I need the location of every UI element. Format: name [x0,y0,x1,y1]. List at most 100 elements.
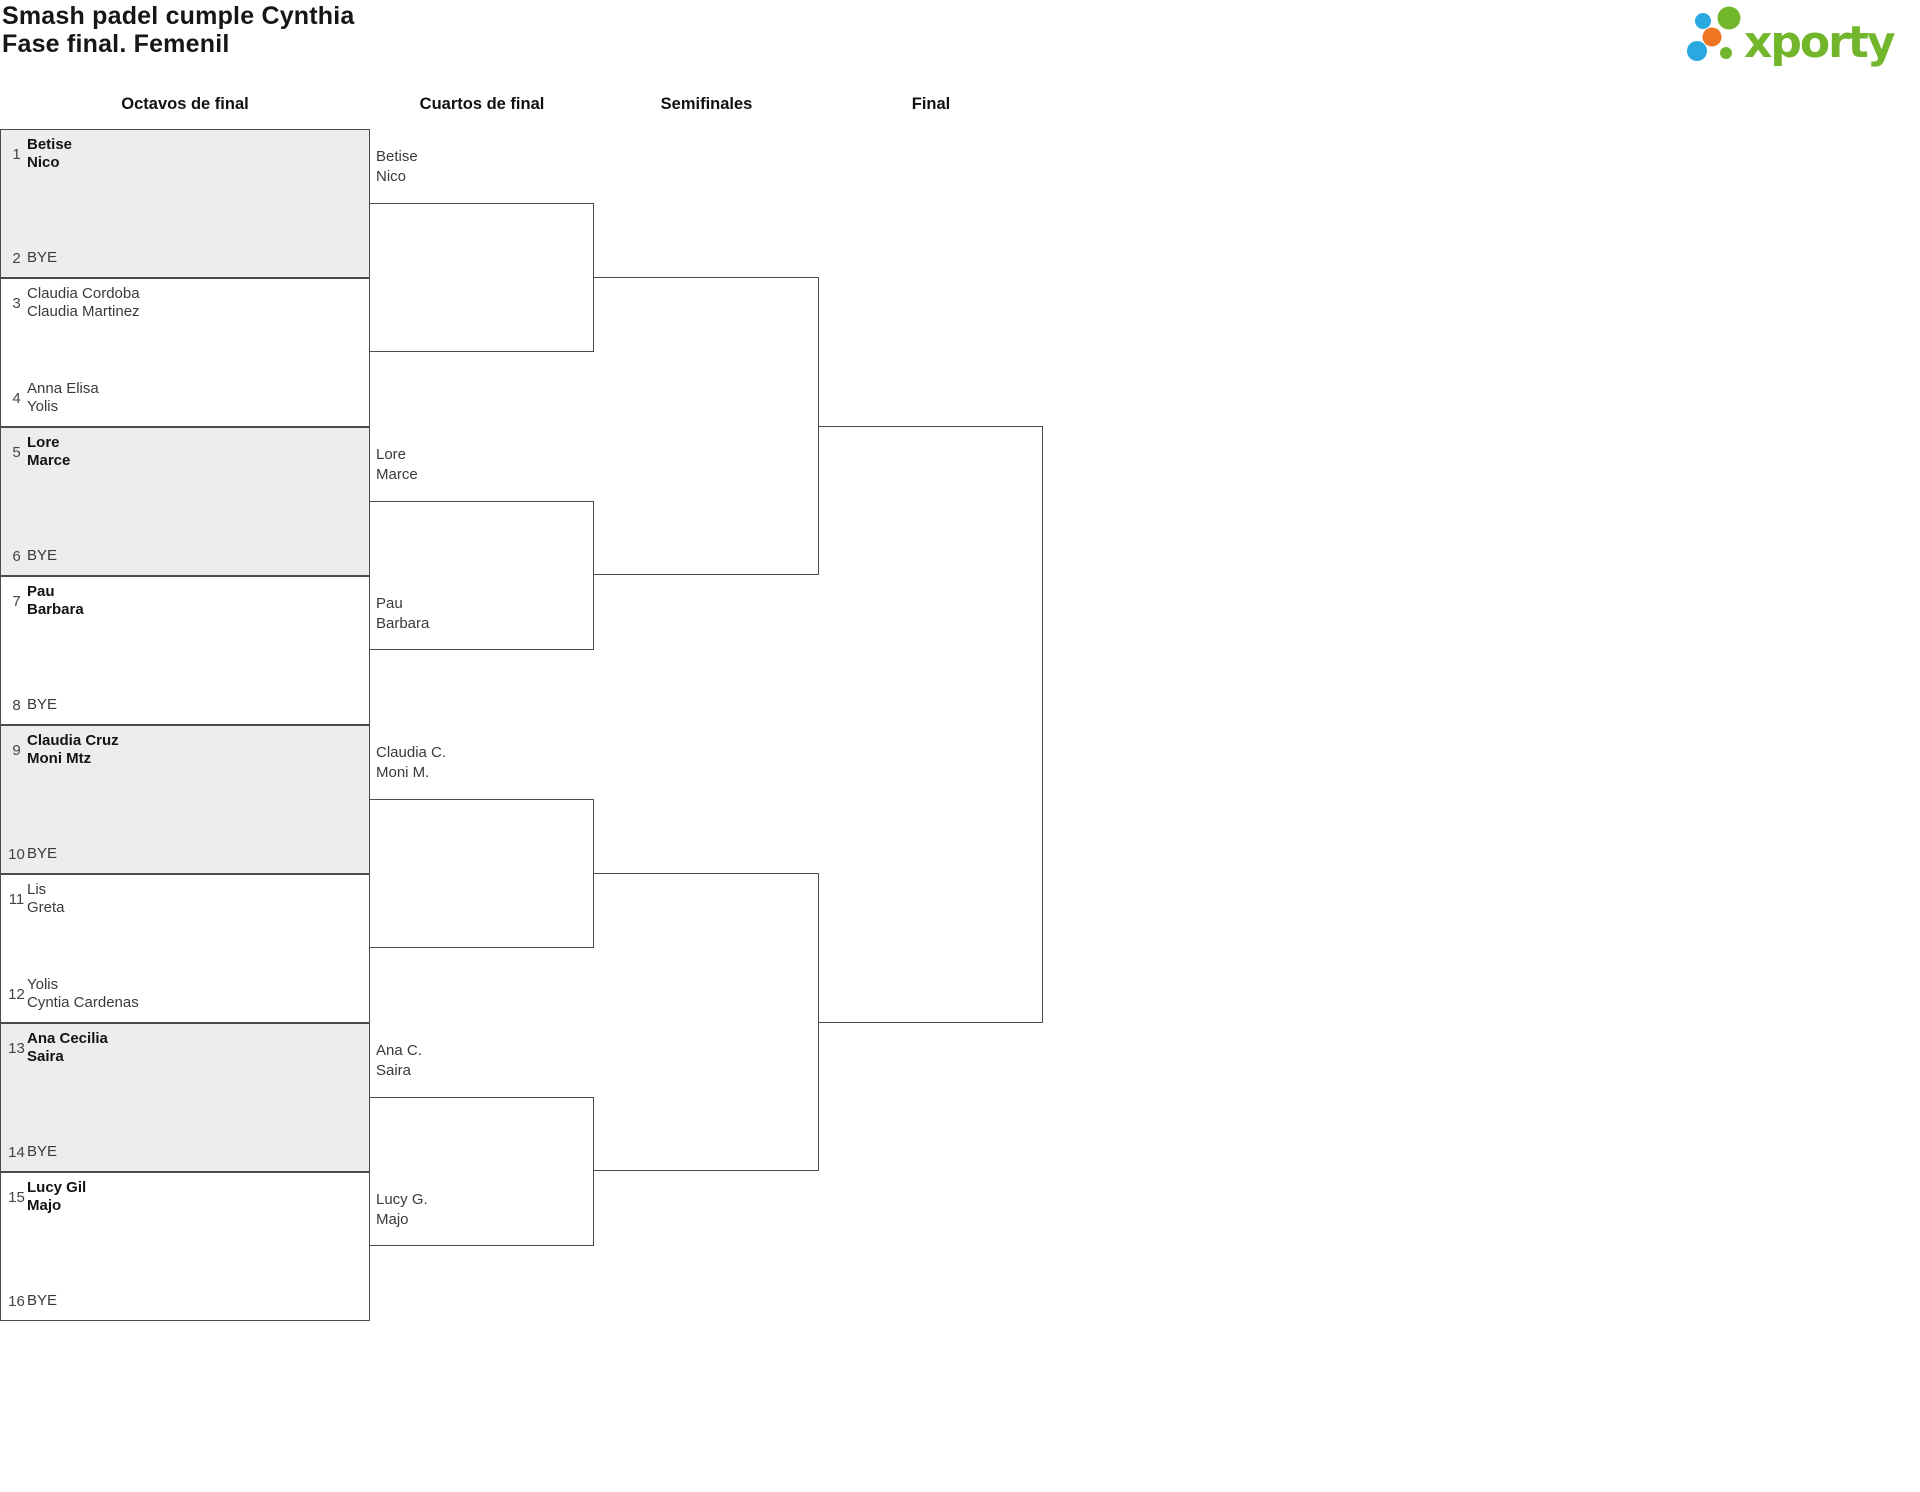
round-header-octavos: Octavos de final [121,95,249,113]
match-box-8[interactable]: 15 Lucy Gil Majo 16 BYE [0,1172,370,1321]
logo-wordmark: xporty [1744,17,1895,68]
tournament-name: Smash padel cumple Cynthia [2,2,355,30]
team-names: Ana Cecilia Saira [27,1030,108,1066]
player-name: Nico [376,168,407,185]
player-name: Moni M. [376,764,430,781]
participant-row: 14 BYE [6,1143,361,1161]
player-name: Lore [27,434,60,451]
round-header-semifinales: Semifinales [660,95,753,113]
seed-number: 5 [12,443,21,461]
advancer-label: Ana C. Saira [376,1041,588,1081]
player-name: Marce [376,466,418,483]
participant-row: 13 Ana Cecilia Saira [6,1030,361,1066]
round-header-final: Final [911,95,951,113]
participant-row: 1 Betise Nico [6,136,361,172]
player-name: Claudia Cordoba [27,285,140,302]
semifinal-match-1[interactable] [594,277,819,575]
match-box-2[interactable]: 3 Claudia Cordoba Claudia Martinez 4 Ann… [0,278,370,427]
team-names: BYE [27,547,57,565]
seed-number: 3 [12,294,21,312]
seed-number: 6 [12,547,21,565]
advancer-label: Lucy G. Majo [376,1190,588,1230]
player-name: BYE [27,845,58,862]
player-name: Betise [27,136,73,153]
quarterfinal-match-4[interactable] [370,1097,594,1246]
player-name: BYE [27,1143,58,1160]
player-name: Saira [376,1062,412,1079]
player-name: Yolis [27,976,59,993]
player-name: Claudia Cruz [27,732,119,749]
player-name: Ana C. [376,1042,422,1059]
player-name: Saira [27,1048,64,1065]
logo-dot-blue-large [1687,41,1707,61]
participant-row: 7 Pau Barbara [6,583,361,619]
advancer-label: Claudia C. Moni M. [376,743,588,783]
player-name: Pau [376,595,403,612]
phase-name: Fase final. Femenil [2,30,230,58]
team-names: Pau Barbara [27,583,84,619]
match-box-4[interactable]: 7 Pau Barbara 8 BYE [0,576,370,725]
player-name: Greta [27,899,65,916]
participant-row: 9 Claudia Cruz Moni Mtz [6,732,361,768]
participant-row: 6 BYE [6,547,361,565]
semifinal-match-2[interactable] [594,873,819,1171]
player-name: BYE [27,696,58,713]
participant-row: 4 Anna Elisa Yolis [6,380,361,416]
participant-row: 16 BYE [6,1292,361,1310]
participant-row: 8 BYE [6,696,361,714]
seed-number: 14 [8,1143,25,1161]
seed-number: 10 [8,845,25,863]
logo-dot-green-small [1720,47,1732,59]
team-names: BYE [27,249,57,267]
advancer-label: Pau Barbara [376,594,588,634]
team-names: Lore Marce [27,434,70,470]
logo-dot-orange [1702,27,1722,47]
team-names: BYE [27,1143,57,1161]
player-name: Majo [27,1197,62,1214]
page-title: Smash padel cumple Cynthia Fase final. F… [2,2,355,58]
player-name: Yolis [27,398,59,415]
xporty-logo[interactable]: xporty [1678,0,1910,72]
player-name: Ana Cecilia [27,1030,108,1047]
match-box-1[interactable]: 1 Betise Nico 2 BYE [0,129,370,278]
participant-row: 15 Lucy Gil Majo [6,1179,361,1215]
participant-row: 10 BYE [6,845,361,863]
match-box-7[interactable]: 13 Ana Cecilia Saira 14 BYE [0,1023,370,1172]
seed-number: 13 [8,1039,25,1057]
player-name: Moni Mtz [27,750,92,767]
final-match[interactable] [819,426,1043,1023]
player-name: Marce [27,452,71,469]
quarterfinal-match-1[interactable] [370,203,594,352]
seed-number: 16 [8,1292,25,1310]
player-name: Pau [27,583,55,600]
match-box-6[interactable]: 11 Lis Greta 12 Yolis Cyntia Cardenas [0,874,370,1023]
team-names: BYE [27,696,57,714]
participant-row: 5 Lore Marce [6,434,361,470]
quarterfinal-match-3[interactable] [370,799,594,948]
player-name: Claudia Martinez [27,303,140,320]
logo-dot-blue-small [1695,13,1711,29]
player-name: Betise [376,148,418,165]
team-names: Yolis Cyntia Cardenas [27,976,139,1012]
team-names: Lucy Gil Majo [27,1179,86,1215]
advancer-label: Lore Marce [376,445,588,485]
seed-number: 7 [12,592,21,610]
participant-row: 3 Claudia Cordoba Claudia Martinez [6,285,361,321]
xporty-logo-icon: xporty [1687,6,1897,68]
seed-number: 1 [12,145,21,163]
participant-row: 11 Lis Greta [6,881,361,917]
participant-row: 2 BYE [6,249,361,267]
seed-number: 2 [12,249,21,267]
match-box-5[interactable]: 9 Claudia Cruz Moni Mtz 10 BYE [0,725,370,874]
seed-number: 9 [12,741,21,759]
player-name: Claudia C. [376,744,447,761]
team-names: Betise Nico [27,136,72,172]
player-name: BYE [27,1292,58,1309]
match-box-3[interactable]: 5 Lore Marce 6 BYE [0,427,370,576]
quarterfinal-match-2[interactable] [370,501,594,650]
team-names: Anna Elisa Yolis [27,380,99,416]
seed-number: 8 [12,696,21,714]
team-names: BYE [27,1292,57,1310]
player-name: Barbara [376,615,430,632]
